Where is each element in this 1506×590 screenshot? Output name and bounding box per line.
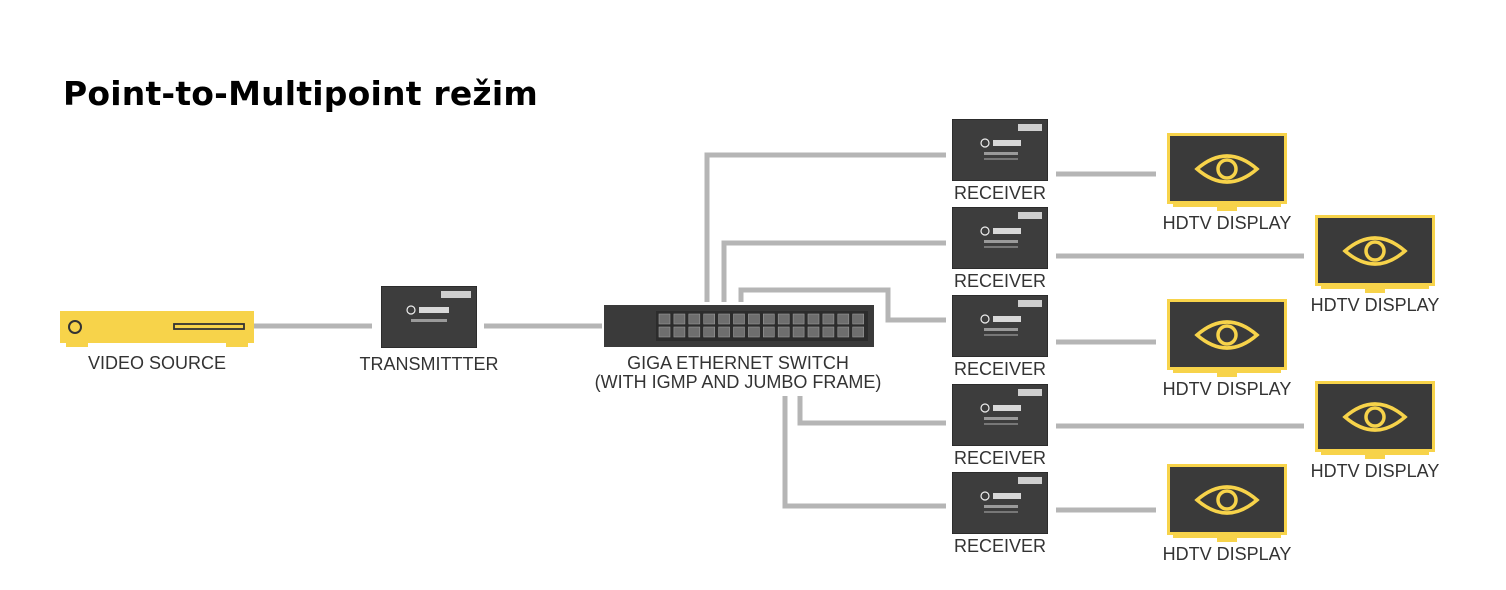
switch-port (658, 313, 671, 325)
switch-port (703, 326, 715, 338)
display-label: HDTV DISPLAY (1162, 544, 1292, 564)
hdtv-display (1315, 215, 1435, 293)
receiver-device (952, 472, 1048, 534)
receiver-icon (952, 119, 1048, 181)
page-title: Point-to-Multipoint režim (63, 74, 538, 113)
receiver-icon (952, 207, 1048, 269)
receiver-label: RECEIVER (953, 359, 1047, 379)
switch-port (852, 326, 864, 338)
hdtv-display (1167, 464, 1287, 542)
switch-port (658, 326, 671, 338)
switch-port (792, 326, 805, 338)
switch-label-line1: GIGA ETHERNET SWITCH (627, 353, 849, 373)
receiver-label: RECEIVER (953, 448, 1047, 468)
receiver-device (952, 119, 1048, 181)
receiver-label: RECEIVER (953, 183, 1047, 203)
switch-port (792, 313, 805, 325)
switch-port (822, 313, 835, 325)
receiver-icon (952, 295, 1048, 357)
switch-port (763, 326, 775, 338)
ethernet-switch-device (604, 305, 874, 347)
switch-port (777, 326, 790, 338)
receiver-icon (952, 384, 1048, 446)
hdtv-display (1315, 381, 1435, 459)
switch-port (822, 326, 835, 338)
receiver-device (952, 207, 1048, 269)
switch-port (733, 326, 745, 338)
cable-switch-receiver-1 (704, 152, 946, 302)
switch-port (837, 326, 850, 338)
transmitter-label: TRANSMITTTER (359, 354, 499, 374)
receiver-device (952, 384, 1048, 446)
switch-port (748, 326, 760, 338)
switch-port (852, 313, 864, 325)
switch-port (807, 313, 820, 325)
eye-icon (1167, 133, 1287, 211)
switch-port (763, 313, 775, 325)
cable-switch-receiver-4 (797, 396, 946, 426)
switch-port (673, 326, 686, 338)
receiver-label: RECEIVER (953, 271, 1047, 291)
hdtv-display (1167, 299, 1287, 377)
switch-port (703, 313, 715, 325)
transmitter-icon (381, 286, 477, 348)
switch-port (673, 313, 686, 325)
switch-port (718, 326, 730, 338)
switch-port (718, 313, 730, 325)
display-label: HDTV DISPLAY (1310, 461, 1440, 481)
switch-port (733, 313, 745, 325)
display-label: HDTV DISPLAY (1162, 379, 1292, 399)
switch-port (807, 326, 820, 338)
cable-switch-receiver-2 (721, 240, 946, 302)
switch-label-line2: (WITH IGMP AND JUMBO FRAME) (594, 372, 882, 392)
cable-switch-receiver-3 (738, 287, 946, 323)
eye-icon (1167, 464, 1287, 542)
cable-switch-receiver-5 (782, 396, 946, 509)
ethernet-switch-icon (604, 305, 874, 347)
hdtv-display (1167, 133, 1287, 211)
eye-icon (1167, 299, 1287, 377)
video-source-icon (60, 311, 254, 347)
receiver-device (952, 295, 1048, 357)
display-label: HDTV DISPLAY (1310, 295, 1440, 315)
switch-port (748, 313, 760, 325)
eye-icon (1315, 381, 1435, 459)
display-label: HDTV DISPLAY (1162, 213, 1292, 233)
receiver-label: RECEIVER (953, 536, 1047, 556)
switch-port (688, 313, 701, 325)
eye-icon (1315, 215, 1435, 293)
receiver-icon (952, 472, 1048, 534)
video-source-label: VIDEO SOURCE (87, 353, 227, 373)
video-source-device (60, 311, 254, 347)
switch-port (688, 326, 701, 338)
switch-port (777, 313, 790, 325)
switch-port (837, 313, 850, 325)
transmitter-device (381, 286, 477, 348)
